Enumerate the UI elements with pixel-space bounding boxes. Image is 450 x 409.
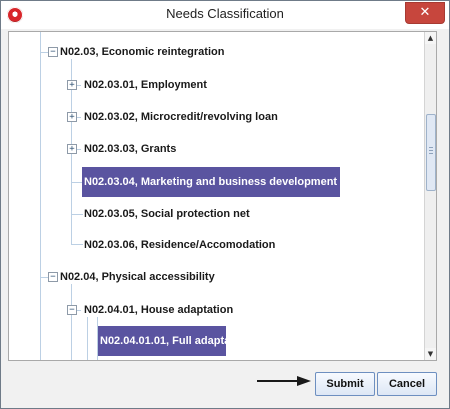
vertical-scrollbar[interactable]: ▲ ▼ (424, 32, 436, 360)
collapse-icon[interactable]: − (48, 272, 58, 282)
thumb-grip (429, 147, 433, 148)
tree-line (71, 244, 83, 245)
classification-tree: − + + + − − N02.03, Economic reintegrati… (9, 32, 425, 360)
close-button[interactable]: ✕ (405, 2, 445, 24)
window-title: Needs Classification (166, 6, 284, 21)
scroll-thumb[interactable] (426, 114, 436, 191)
scroll-up-icon[interactable]: ▲ (425, 32, 436, 44)
scroll-down-icon[interactable]: ▼ (425, 348, 436, 360)
tree-node-n02-03-03[interactable]: N02.03.03, Grants (84, 143, 177, 155)
tree-line (97, 317, 98, 360)
expand-icon[interactable]: + (67, 144, 77, 154)
tree-node-n02-04-01[interactable]: N02.04.01, House adaptation (84, 304, 234, 316)
classification-tree-panel[interactable]: − + + + − − N02.03, Economic reintegrati… (8, 31, 437, 361)
submit-button[interactable]: Submit (315, 372, 375, 396)
tree-node-n02-03-01[interactable]: N02.03.01, Employment (84, 79, 207, 91)
app-icon[interactable] (7, 7, 23, 23)
tree-node-n02-03[interactable]: N02.03, Economic reintegration (60, 46, 225, 58)
tree-line (71, 214, 83, 215)
cancel-button[interactable]: Cancel (377, 372, 437, 396)
title-bar: Needs Classification ✕ (1, 1, 449, 29)
tree-node-n02-03-06[interactable]: N02.03.06, Residence/Accomodation (84, 239, 276, 251)
collapse-icon[interactable]: − (67, 305, 77, 315)
expand-icon[interactable]: + (67, 112, 77, 122)
tree-node-n02-04[interactable]: N02.04, Physical accessibility (60, 271, 215, 283)
right-arrow-icon (257, 376, 311, 386)
thumb-grip (429, 153, 433, 154)
collapse-icon[interactable]: − (48, 47, 58, 57)
tree-node-n02-03-05[interactable]: N02.03.05, Social protection net (84, 208, 250, 220)
tree-node-n02-03-02[interactable]: N02.03.02, Microcredit/revolving loan (84, 111, 278, 123)
tree-line (87, 317, 88, 360)
thumb-grip (429, 150, 433, 151)
expand-icon[interactable]: + (67, 80, 77, 90)
tree-line (71, 182, 83, 183)
tree-line (71, 284, 72, 360)
tree-node-n02-04-01-01-selected[interactable]: N02.04.01.01, Full adaptation (98, 326, 250, 356)
tree-line (40, 32, 41, 360)
tree-line (40, 277, 52, 278)
tree-node-n02-03-04-selected[interactable]: N02.03.04, Marketing and business develo… (82, 167, 380, 197)
tree-line (40, 52, 52, 53)
